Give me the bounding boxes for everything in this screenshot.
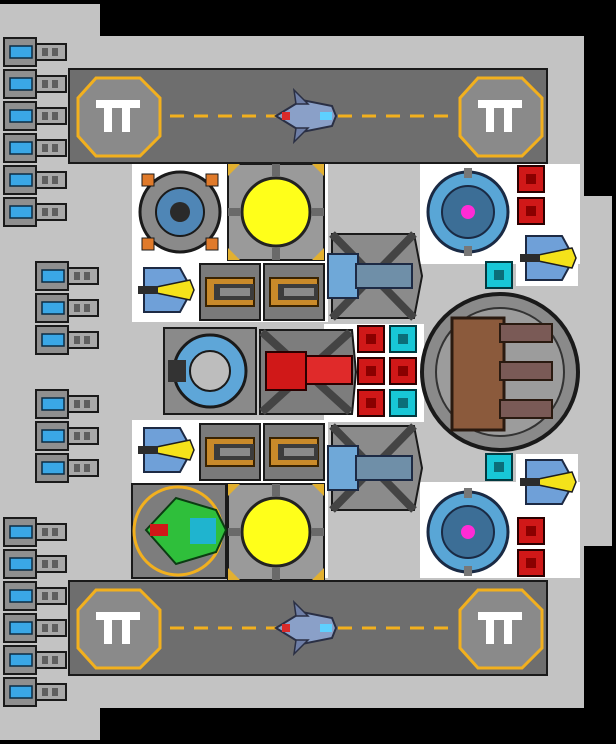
laser-turret-icon[interactable]	[515, 229, 579, 287]
shield-generator-icon[interactable]	[426, 166, 510, 258]
green-fighter-icon[interactable]	[131, 483, 228, 579]
fighter-ship-icon[interactable]	[274, 599, 338, 657]
hangar-logo-icon	[76, 588, 162, 670]
railgun-icon[interactable]	[263, 263, 325, 321]
railgun-icon[interactable]	[199, 423, 261, 481]
missile-launcher-icon[interactable]	[259, 329, 358, 415]
armor-block-icon[interactable]	[357, 389, 385, 417]
gatling-turret-icon[interactable]	[328, 426, 422, 510]
hangar-logo-icon	[76, 76, 162, 158]
armor-block-icon[interactable]	[389, 325, 417, 353]
hangar-logo-icon	[458, 588, 544, 670]
armor-block-icon[interactable]	[485, 453, 513, 481]
turret-hub-icon[interactable]	[138, 170, 222, 254]
armor-block-icon[interactable]	[517, 549, 545, 577]
hull-top-band	[100, 36, 580, 70]
shield-generator-icon[interactable]	[426, 486, 510, 578]
railgun-icon[interactable]	[199, 263, 261, 321]
engine-dome-icon[interactable]	[163, 327, 257, 415]
reactor-icon[interactable]	[226, 162, 326, 262]
landing-pad-top[interactable]	[68, 68, 548, 164]
armor-block-icon[interactable]	[517, 165, 545, 193]
hangar-logo-icon	[458, 76, 544, 158]
laser-turret-icon[interactable]	[515, 453, 579, 511]
armor-block-icon[interactable]	[357, 357, 385, 385]
armor-block-icon[interactable]	[485, 261, 513, 289]
armor-block-icon[interactable]	[517, 197, 545, 225]
hull-bottom-band	[100, 672, 580, 708]
gatling-turret-icon[interactable]	[328, 234, 422, 318]
reactor-icon[interactable]	[226, 482, 326, 582]
armor-block-icon[interactable]	[517, 517, 545, 545]
armor-block-icon[interactable]	[357, 325, 385, 353]
laser-turret-icon[interactable]	[133, 261, 197, 319]
armor-block-icon[interactable]	[389, 357, 417, 385]
laser-turret-icon[interactable]	[133, 421, 197, 479]
railgun-icon[interactable]	[263, 423, 325, 481]
fighter-ship-icon[interactable]	[274, 87, 338, 145]
armor-block-icon[interactable]	[389, 389, 417, 417]
main-cannon-icon[interactable]	[420, 292, 580, 452]
